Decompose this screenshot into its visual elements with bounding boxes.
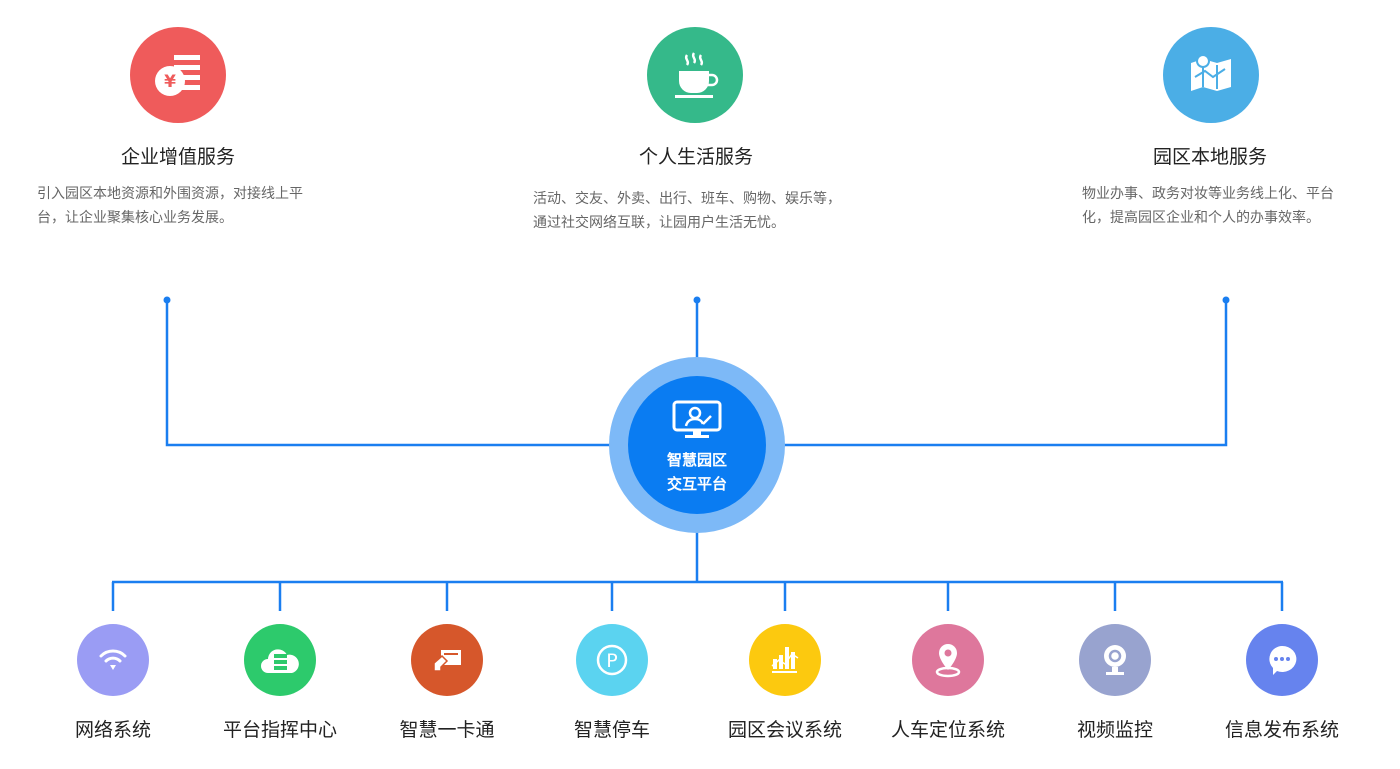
center-label-line2: 交互平台 — [666, 475, 727, 493]
monitor-user-icon — [628, 400, 766, 446]
node-description: 活动、交友、外卖、出行、班车、购物、娱乐等，通过社交网络互联，让园用户生活无忧。 — [533, 191, 841, 231]
webcam-icon — [1079, 624, 1151, 696]
yen-coin-list-icon: ¥ — [130, 27, 226, 123]
center-hub: 智慧园区 交互平台 — [609, 357, 785, 533]
system-label: 园区会议系统 — [727, 719, 842, 741]
wifi-icon — [77, 624, 149, 696]
center-label-line1: 智慧园区 — [666, 451, 727, 469]
node-title: 个人生活服务 — [638, 146, 753, 168]
node-title: 企业增值服务 — [120, 146, 235, 168]
cloud-server-icon — [244, 624, 316, 696]
node-description: 引入园区本地资源和外围资源，对接线上平台，让企业聚集核心业务发展。 — [37, 186, 303, 226]
system-label: 智慧停车 — [573, 719, 650, 741]
svg-text:P: P — [606, 650, 617, 672]
system-label: 信息发布系统 — [1224, 719, 1339, 741]
chat-bubble-icon — [1246, 624, 1318, 696]
center-core: 智慧园区 交互平台 — [628, 376, 766, 514]
node-title: 园区本地服务 — [1152, 146, 1267, 168]
svg-text:¥: ¥ — [164, 72, 176, 92]
system-label: 视频监控 — [1076, 719, 1153, 741]
system-label: 网络系统 — [74, 719, 151, 741]
location-pin-icon — [912, 624, 984, 696]
card-icon — [411, 624, 483, 696]
system-label: 平台指挥中心 — [222, 719, 337, 741]
chart-icon — [749, 624, 821, 696]
system-label: 人车定位系统 — [890, 719, 1005, 741]
coffee-cup-icon — [647, 27, 743, 123]
map-icon — [1163, 27, 1259, 123]
system-label: 智慧一卡通 — [399, 719, 495, 741]
node-description: 物业办事、政务对妆等业务线上化、平台化，提高园区企业和个人的办事效率。 — [1082, 186, 1334, 226]
parking-icon: P — [576, 624, 648, 696]
